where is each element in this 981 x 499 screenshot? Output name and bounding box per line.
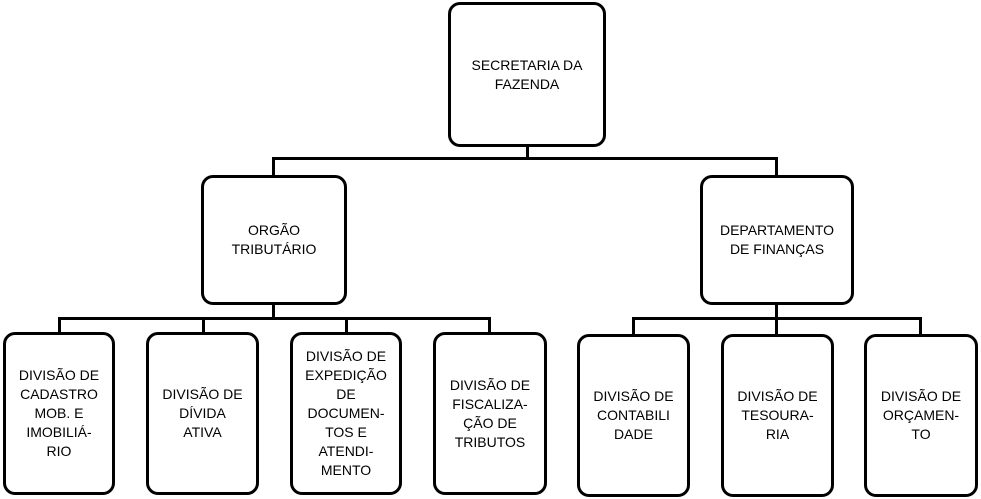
label-expedicao: DIVISÃO DE EXPEDIÇÃO DE DOCUMEN- TOS E A…	[305, 347, 387, 480]
label-line: CADASTRO	[20, 386, 98, 402]
label-line: FISCALIZA-	[452, 395, 528, 412]
connector-to-contabilidade	[632, 317, 635, 336]
label-departamento: DEPARTAMENTO DE FINANÇAS	[720, 221, 834, 259]
label-line: TRIBUTÁRIO	[231, 241, 317, 257]
label-line: DÍVIDA	[179, 405, 226, 421]
box-divisao-tesouraria: DIVISÃO DE TESOURA- RIA	[721, 334, 834, 497]
label-line: DE	[336, 386, 356, 402]
box-divisao-cadastro: DIVISÃO DE CADASTRO MOB. E IMOBILIÁ- RIO	[3, 332, 115, 495]
label-line: DIVISÃO DE	[449, 376, 531, 393]
label-orgao: ORGÃO TRIBUTÁRIO	[232, 221, 317, 259]
box-secretaria-da-fazenda: SECRETARIA DA FAZENDA	[448, 2, 606, 147]
connector-to-orgao	[272, 157, 275, 177]
box-divisao-contabilidade: DIVISÃO DE CONTABILI DADE	[577, 334, 690, 497]
label-line: CONTABILI	[597, 407, 670, 423]
label-line: DIVISÃO DE	[593, 388, 674, 404]
label-line: RIO	[46, 443, 72, 459]
box-divisao-orcamento: DIVISÃO DE ORÇAMEN- TO	[864, 334, 978, 497]
box-orgao-tributario: ORGÃO TRIBUTÁRIO	[201, 175, 347, 305]
label-line: MOB. E	[34, 405, 84, 421]
label-orcamento: DIVISÃO DE ORÇAMEN- TO	[881, 387, 961, 444]
connector-to-tesouraria	[775, 317, 778, 336]
connector-root-down	[526, 146, 529, 160]
label-line: TRIBUTOS	[454, 433, 526, 450]
label-tesouraria: DIVISÃO DE TESOURA- RIA	[737, 387, 817, 444]
label-line: ORGÃO	[247, 222, 301, 238]
label-line: TESOURA-	[741, 407, 814, 423]
box-divisao-expedicao: DIVISÃO DE EXPEDIÇÃO DE DOCUMEN- TOS E A…	[290, 332, 402, 495]
label-line: EXPEDIÇÃO	[305, 367, 387, 383]
label-line: FAZENDA	[494, 75, 560, 92]
connector-to-expedicao	[345, 317, 348, 334]
connector-to-cadastro	[58, 317, 61, 334]
label-line: SECRETARIA DA	[471, 56, 583, 73]
label-line: DEPARTAMENTO	[719, 222, 835, 238]
connector-left-horizontal	[58, 317, 491, 320]
label-line: TO	[911, 426, 931, 442]
label-line: IMOBILIÁ-	[26, 424, 92, 440]
label-divida: DIVISÃO DE DÍVIDA ATIVA	[162, 385, 242, 442]
connector-to-orcamento	[919, 317, 922, 336]
label-line: DIVISÃO DE	[18, 367, 100, 383]
label-line: ORÇAMEN-	[882, 407, 960, 423]
label-line: ATENDI-	[318, 443, 374, 459]
label-line: MENTO	[320, 462, 372, 478]
label-contabilidade: DIVISÃO DE CONTABILI DADE	[593, 387, 673, 444]
label-secretaria: SECRETARIA DA FAZENDA	[472, 56, 583, 94]
label-line: ÇÃO DE	[463, 414, 517, 431]
box-departamento-de-financas: DEPARTAMENTO DE FINANÇAS	[700, 175, 854, 305]
label-line: ATIVA	[183, 424, 222, 440]
connector-departamento-down	[775, 303, 778, 320]
box-divisao-divida-ativa: DIVISÃO DE DÍVIDA ATIVA	[146, 332, 259, 495]
label-line: DOCUMEN-	[307, 405, 385, 421]
label-line: DIVISÃO DE	[305, 348, 387, 364]
label-line: DIVISÃO DE	[737, 388, 818, 404]
connector-to-departamento	[775, 157, 778, 177]
connector-to-fiscalizacao	[488, 317, 491, 334]
connector-to-divida	[202, 317, 205, 334]
label-line: DIVISÃO DE	[880, 388, 962, 404]
label-fiscalizacao: DIVISÃO DE FISCALIZA- ÇÃO DE TRIBUTOS	[450, 376, 530, 452]
label-line: TOS E	[325, 424, 367, 440]
label-line: DIVISÃO DE	[162, 386, 243, 402]
label-cadastro: DIVISÃO DE CADASTRO MOB. E IMOBILIÁ- RIO	[19, 366, 99, 461]
connector-level1-horizontal	[272, 157, 778, 160]
label-line: DE FINANÇAS	[729, 241, 825, 257]
box-divisao-fiscalizacao: DIVISÃO DE FISCALIZA- ÇÃO DE TRIBUTOS	[433, 332, 547, 495]
label-line: DADE	[614, 426, 653, 442]
connector-orgao-down	[272, 303, 275, 320]
label-line: RIA	[765, 426, 790, 442]
